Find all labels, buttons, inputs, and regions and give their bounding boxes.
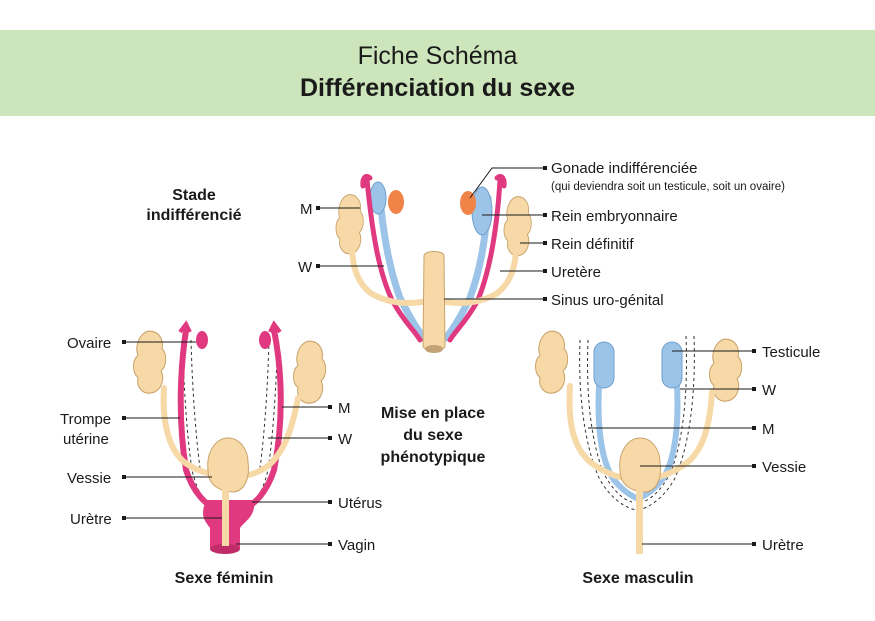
label-vessie-female: Vessie [67,470,212,487]
svg-text:Rein embryonnaire: Rein embryonnaire [551,208,678,225]
female-right-regressed-w [245,339,279,511]
label-vagin: Vagin [236,537,375,554]
female-bladder [207,437,249,493]
svg-text:W: W [762,382,777,399]
left-wolffian-duct [376,194,428,342]
svg-text:Vagin: Vagin [338,537,375,554]
female-caption: Sexe féminin [175,570,274,587]
svg-text:W: W [298,259,313,276]
label-gonade-indifferenciee: Gonade indifférenciée (qui deviendra soi… [469,160,785,199]
female-right-uterine-tube [243,327,284,511]
svg-text:W: W [338,431,353,448]
label-rein-definitif: Rein définitif [520,236,634,253]
label-testicule: Testicule [672,344,820,361]
left-indifferent-gonad [388,190,404,214]
label-sinus-uro-genital: Sinus uro-génital [444,292,664,309]
label-uretere: Uretère [500,264,601,281]
stage-title-line1: Stade [172,187,216,204]
female-urethra [222,488,229,546]
male-bladder [619,437,661,493]
label-w-female: W [268,431,353,448]
svg-text:Ovaire: Ovaire [67,335,111,352]
label-ovaire: Ovaire [67,335,196,352]
female-vaginal-opening [210,544,240,554]
right-mullerian-duct [447,177,503,343]
svg-text:Testicule: Testicule [762,344,820,361]
svg-text:Gonade indifférenciée: Gonade indifférenciée [551,160,698,177]
left-mullerian-duct [364,177,423,343]
indifferent-stage-drawing [335,173,532,353]
urogenital-sinus [422,251,446,351]
svg-text:Vessie: Vessie [762,459,806,476]
svg-text:Rein définitif: Rein définitif [551,236,634,253]
female-left-regressed-w [181,339,215,511]
label-uterus: Utérus [252,495,382,512]
female-left-kidney [132,330,167,394]
center-caption-line1: Mise en place [381,405,485,422]
female-left-uterine-tube [177,327,217,511]
svg-text:Sinus uro-génital: Sinus uro-génital [551,292,664,309]
center-caption-line2: du sexe [403,427,463,444]
female-right-ovary [259,331,271,349]
label-vessie-male: Vessie [640,459,806,476]
right-embryonic-kidney [471,186,493,236]
label-rein-embryonnaire: Rein embryonnaire [482,208,678,225]
svg-text:utérine: utérine [63,431,109,448]
stage-title-line2: indifférencié [146,207,241,224]
male-drawing [534,330,743,554]
label-trompe-uterine: Trompe utérine [60,411,180,448]
svg-text:Urètre: Urètre [70,511,112,528]
svg-text:Uretère: Uretère [551,264,601,281]
label-w-male: W [680,382,777,399]
label-m-male: M [588,421,775,438]
svg-text:Trompe: Trompe [60,411,111,428]
female-left-ovary [196,331,208,349]
label-uretre-female: Urètre [70,511,222,528]
left-ureter [349,241,425,306]
female-right-kidney [292,340,327,404]
label-m-indifferent: M [300,201,360,218]
male-urethra [636,488,643,554]
center-caption-line3: phénotypique [381,449,486,466]
page-subtitle: Différenciation du sexe [299,74,576,102]
svg-text:M: M [300,201,313,218]
male-right-regressed-m [641,335,687,503]
gonade-note: (qui deviendra soit un testicule, soit u… [551,181,785,193]
sinus-opening [425,345,443,353]
label-w-indifferent: W [298,259,384,276]
male-right-testicle [661,341,683,389]
male-left-regressed-m [587,339,633,503]
svg-text:Vessie: Vessie [67,470,111,487]
male-caption: Sexe masculin [582,570,693,587]
right-indifferent-gonad [460,191,476,215]
title-banner: Fiche Schéma Différenciation du sexe [0,30,875,116]
svg-text:Urètre: Urètre [762,537,804,554]
female-drawing [132,320,327,554]
page-title: Fiche Schéma [357,42,518,70]
label-uretre-male: Urètre [642,537,804,554]
label-m-female: M [282,400,351,417]
right-ureter [443,243,519,306]
svg-text:M: M [762,421,775,438]
male-left-testicle [593,341,615,389]
svg-text:M: M [338,400,351,417]
svg-text:Utérus: Utérus [338,495,382,512]
male-left-kidney [534,330,569,394]
male-left-ureter [566,383,631,481]
